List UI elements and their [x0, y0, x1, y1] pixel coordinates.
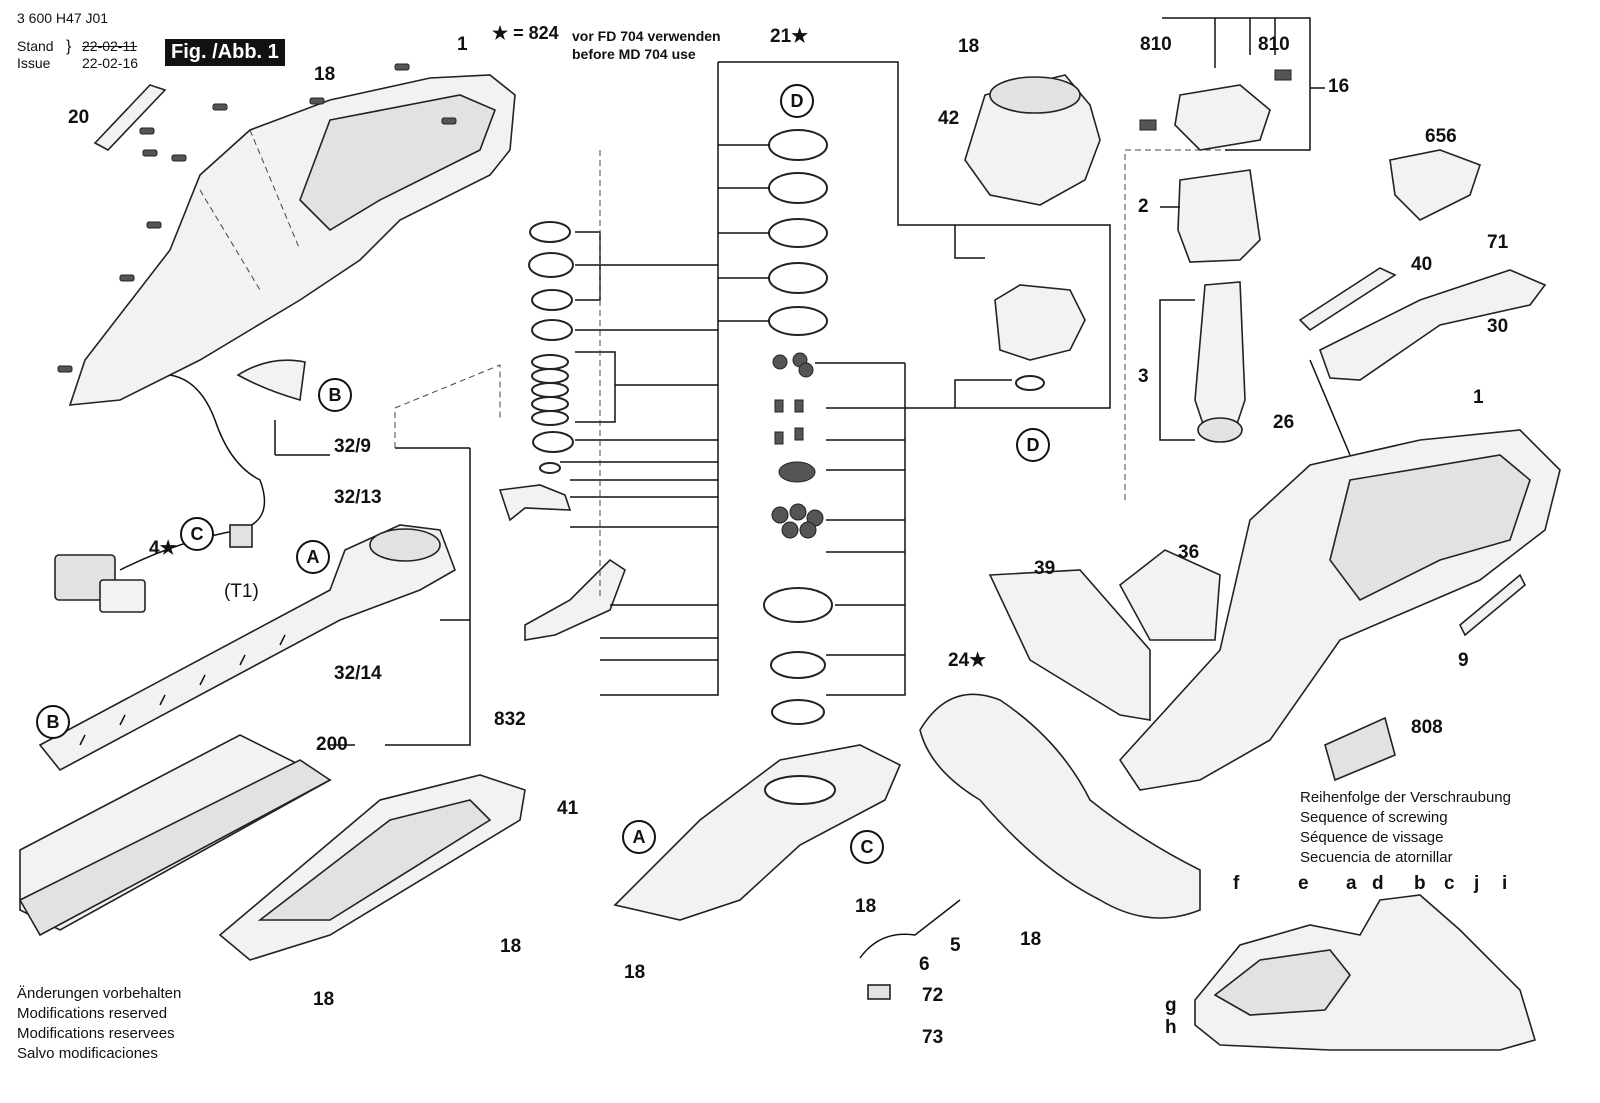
sequence-letter: d [1372, 873, 1384, 894]
reference-circle: C [850, 830, 884, 864]
part-label: 4★ [149, 538, 177, 559]
sequence-letter: h [1165, 1017, 1177, 1038]
part-label: 9 [1458, 650, 1469, 671]
note-star: ★ = 824 [492, 23, 559, 43]
part-label: 42 [938, 108, 960, 129]
part-label: 656 [1425, 126, 1457, 147]
part-label: 18 [313, 989, 335, 1010]
part-label: 18 [500, 936, 522, 957]
issue-date: 22-02-16 [82, 55, 139, 71]
small-parts-center [771, 352, 824, 539]
part-label: 2 [1138, 196, 1149, 217]
note-line-2: before MD 704 use [572, 46, 696, 62]
sequence-title-de: Reihenfolge der Verschraubung [1300, 789, 1511, 806]
part-label: 39 [1034, 558, 1056, 579]
sequence-letter: c [1444, 873, 1455, 894]
part-label: 41 [557, 798, 579, 819]
part-label: 20 [68, 107, 90, 128]
reference-circle: C [180, 517, 214, 551]
brace-icon: } [66, 38, 72, 55]
reference-circle: D [1016, 428, 1050, 462]
screws-group-top-left [57, 63, 457, 373]
note-line-1: vor FD 704 verwenden [572, 28, 721, 44]
reference-circle: D [780, 84, 814, 118]
sequence-title-fr: Séquence de vissage [1300, 829, 1444, 846]
part-label: 26 [1273, 412, 1295, 433]
part-label: 30 [1487, 316, 1509, 337]
part-label: 72 [922, 985, 944, 1006]
part-label: 71 [1487, 232, 1509, 253]
doc-number: 3 600 H47 J01 [17, 10, 109, 26]
sequence-letter: i [1502, 873, 1508, 894]
part-label: 18 [958, 36, 980, 57]
armature [1194, 281, 1246, 431]
part-label: 32/9 [334, 436, 371, 457]
part-label: 18 [855, 896, 877, 917]
stand-date: 22-02-11 [82, 38, 138, 54]
reference-circle: A [296, 540, 330, 574]
part-label: 5 [950, 935, 961, 956]
stator [1177, 169, 1261, 263]
part-label: 32/14 [334, 663, 382, 684]
washer-stack-left [528, 221, 574, 474]
sequence-letter: e [1298, 873, 1309, 894]
part-label: 200 [316, 734, 348, 755]
part-label: 21★ [770, 26, 809, 47]
part-label: 16 [1328, 76, 1350, 97]
reference-circle: B [36, 705, 70, 739]
part-label: 810 [1140, 34, 1172, 55]
sequence-letter: f [1233, 873, 1240, 894]
part-label: 832 [494, 709, 526, 730]
reference-circle: A [622, 820, 656, 854]
reference-circle: B [318, 378, 352, 412]
sequence-letter: b [1414, 873, 1426, 894]
part-label: (T1) [224, 581, 259, 602]
part-label: 1 [457, 34, 468, 55]
part-label: 808 [1411, 717, 1443, 738]
part-label: 18 [624, 962, 646, 983]
sequence-title-en: Sequence of screwing [1300, 809, 1448, 826]
sequence-letter: g [1165, 995, 1177, 1016]
footer-line-3: Modifications reservees [17, 1025, 175, 1042]
part-label: 3 [1138, 366, 1149, 387]
front-handle [919, 693, 1201, 919]
part-label: 810 [1258, 34, 1290, 55]
part-label: 32/13 [334, 487, 382, 508]
sequence-letter: a [1346, 873, 1357, 894]
issue-label: Issue [17, 55, 51, 71]
footer-line-1: Änderungen vorbehalten [17, 985, 182, 1002]
sequence-letter: j [1474, 873, 1480, 894]
part-label: 24★ [948, 650, 987, 671]
sequence-title-es: Secuencia de atornillar [1300, 849, 1453, 866]
part-label: 18 [314, 64, 336, 85]
footer-line-2: Modifications reserved [17, 1005, 168, 1022]
part-label: 40 [1411, 254, 1433, 275]
part-label: 1 [1473, 387, 1484, 408]
blade-assembly [38, 524, 456, 772]
part-label: 36 [1178, 542, 1200, 563]
part-label: 73 [922, 1027, 944, 1048]
part-label: 6 [919, 954, 930, 975]
ring-stack-center [763, 129, 833, 725]
part-label: 18 [1020, 929, 1042, 950]
figure-badge: Fig. /Abb. 1 [165, 39, 285, 66]
footer-line-4: Salvo modificaciones [17, 1045, 158, 1062]
stand-label: Stand [17, 38, 54, 54]
